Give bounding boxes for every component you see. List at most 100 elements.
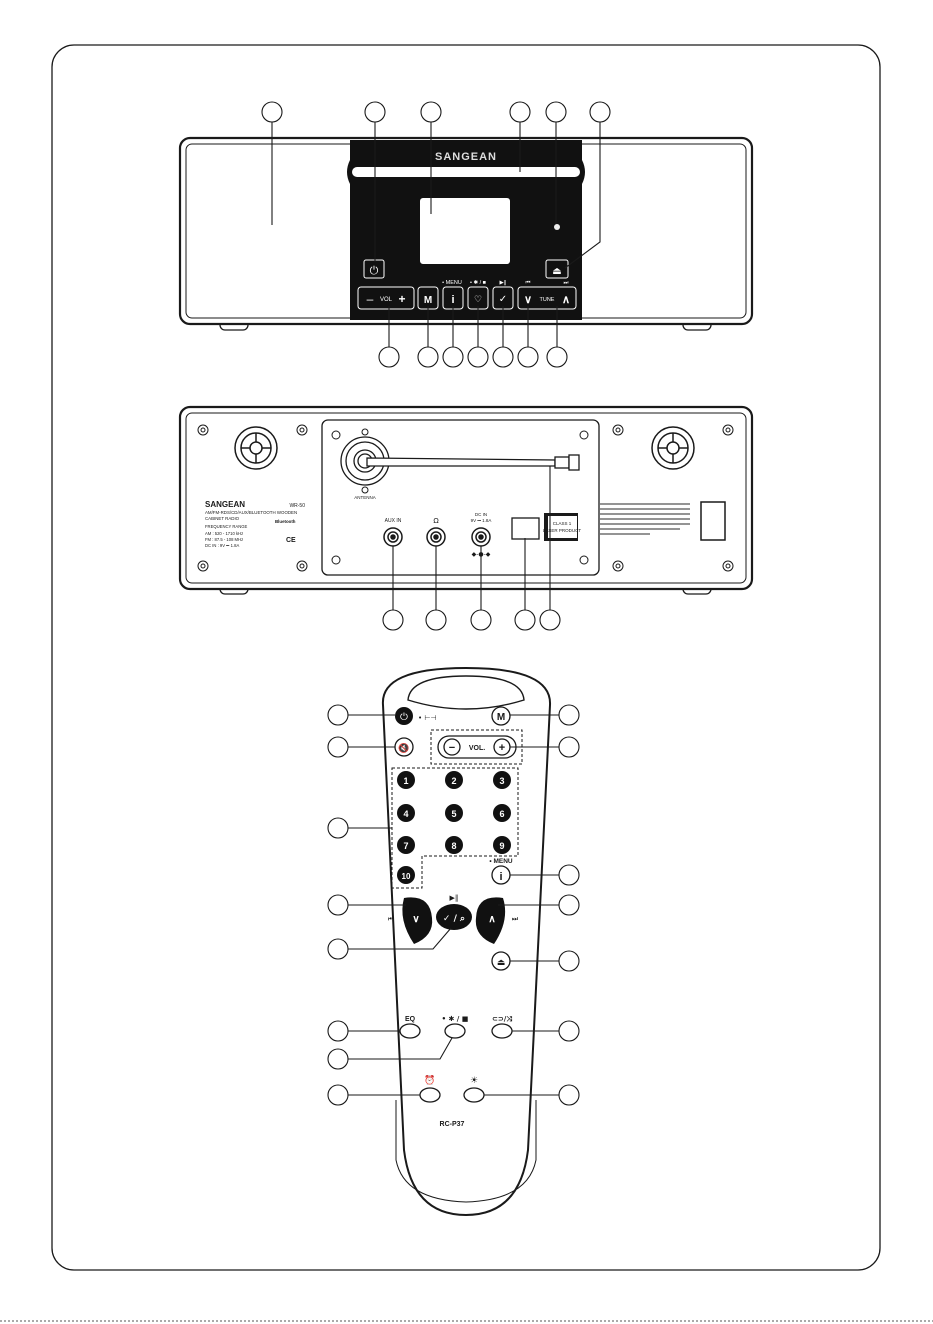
remote-playpause-label: ▶‖ xyxy=(450,894,459,902)
front-eject-button[interactable] xyxy=(545,259,569,279)
remote-menu-label: • MENU xyxy=(489,858,513,865)
back-view: SANGEAN WR-50 AM/FM-RDS/CD/AUX/BLUETOOTH… xyxy=(178,405,754,631)
callout-remote-25 xyxy=(327,1048,349,1070)
remote-key-6[interactable]: 6 xyxy=(493,804,511,822)
remote-vol-label: VOL. xyxy=(469,745,485,752)
remote-tune-down-button[interactable] xyxy=(402,897,433,944)
callout-front-2 xyxy=(364,101,386,123)
back-freq-am: AM : 520 - 1710 kHz xyxy=(205,531,243,536)
svg-text:4: 4 xyxy=(403,809,408,819)
callout-remote-33 xyxy=(558,1084,580,1106)
ce-mark-icon: CE xyxy=(286,537,296,544)
front-tune-label: TUNE xyxy=(540,297,555,303)
remote-dimmer-button[interactable] xyxy=(463,1087,485,1103)
remote-mode-label: M xyxy=(497,712,505,723)
callout-front-1 xyxy=(261,101,283,123)
back-laser-line2: LASER PRODUCT xyxy=(543,528,582,533)
power-icon: ⏻ xyxy=(400,712,408,723)
callout-remote-31 xyxy=(558,950,580,972)
eject-icon: ⏏ xyxy=(497,958,506,968)
back-brand-logo: SANGEAN xyxy=(205,500,245,509)
remote-keypad-group xyxy=(391,767,519,889)
front-vol-minus[interactable]: – xyxy=(367,292,374,306)
front-playpause-label: ▶‖ xyxy=(500,280,507,286)
remote-key-1[interactable]: 1 xyxy=(397,771,415,789)
back-aux-label: AUX IN xyxy=(385,518,402,524)
callout-remote-21 xyxy=(327,817,349,839)
callout-front-6 xyxy=(589,101,611,123)
remote-key-5[interactable]: 5 xyxy=(445,804,463,822)
callout-remote-32 xyxy=(558,1020,580,1042)
back-callouts xyxy=(382,466,561,631)
callout-front-10 xyxy=(467,346,489,368)
remote-mode-button[interactable] xyxy=(491,706,511,726)
power-icon: ⏻ xyxy=(370,264,379,277)
remote-standby-button[interactable] xyxy=(395,707,413,725)
remote-key-3[interactable]: 3 xyxy=(493,771,511,789)
back-aux-jack[interactable] xyxy=(383,527,403,547)
back-dcin-rating: 9V ⎓ 1.8A xyxy=(471,518,492,523)
svg-text:5: 5 xyxy=(451,809,456,819)
svg-text:9: 9 xyxy=(499,841,504,851)
remote-enter-button[interactable] xyxy=(436,904,472,930)
svg-text:8: 8 xyxy=(451,841,456,851)
back-label-slot xyxy=(511,517,540,540)
back-fcc-statement xyxy=(600,503,690,535)
back-dcin-jack[interactable] xyxy=(471,527,491,547)
back-model: WR-50 xyxy=(289,503,305,509)
svg-text:10: 10 xyxy=(402,872,411,881)
front-menu-label: • MENU xyxy=(442,280,462,286)
callout-remote-30 xyxy=(558,894,580,916)
remote-bt-button[interactable] xyxy=(444,1023,466,1039)
remote-key-9[interactable]: 9 xyxy=(493,836,511,854)
remote-repeat-button[interactable] xyxy=(491,1023,513,1039)
remote-eq-button[interactable] xyxy=(399,1023,421,1039)
front-power-button[interactable] xyxy=(363,259,385,279)
remote-key-10[interactable]: 10 xyxy=(397,866,415,884)
front-info-label: i xyxy=(451,294,454,306)
remote-key-7[interactable]: 7 xyxy=(397,836,415,854)
back-freq-title: FREQUENCY RANGE xyxy=(205,524,247,529)
remote-inner-outline xyxy=(395,1100,537,1203)
callout-remote-22 xyxy=(327,894,349,916)
svg-text:3: 3 xyxy=(499,776,504,786)
remote-callouts xyxy=(327,704,580,1106)
front-vol-plus[interactable]: + xyxy=(398,292,405,306)
callout-remote-20 xyxy=(327,736,349,758)
remote-key-4[interactable]: 4 xyxy=(397,804,415,822)
eject-icon: ⏏ xyxy=(552,266,561,277)
callout-front-5 xyxy=(545,101,567,123)
front-tune-up[interactable]: ∧ xyxy=(562,294,570,306)
back-rating-label: SANGEAN WR-50 AM/FM-RDS/CD/AUX/BLUETOOTH… xyxy=(205,500,305,548)
remote-vol-minus[interactable] xyxy=(443,738,461,756)
back-laser-line1: CLASS 1 xyxy=(553,521,572,526)
front-bt-label: • ✱ / ■ xyxy=(470,279,486,286)
remote-enter-label: ✓ / ⌕ xyxy=(443,914,465,924)
front-prev-label: ⏮ xyxy=(526,280,531,286)
callout-front-4 xyxy=(509,101,531,123)
mute-icon: 🔇 xyxy=(398,742,409,754)
front-vol-group xyxy=(357,286,415,310)
back-dcin-label: DC IN xyxy=(475,512,487,517)
back-antenna xyxy=(340,436,580,486)
front-tune-down[interactable]: ∨ xyxy=(524,294,532,306)
back-desc-line2: CABINET RADIO xyxy=(205,516,240,521)
callout-remote-29 xyxy=(558,864,580,886)
remote-key-2[interactable]: 2 xyxy=(445,771,463,789)
back-bass-port-right xyxy=(651,426,695,470)
callout-front-8 xyxy=(417,346,439,368)
remote-model: RC-P37 xyxy=(440,1121,465,1128)
front-view: SANGEAN ⏻ ⏏ – VOL + M • MENU i • ✱ / ■ ♡… xyxy=(178,101,754,368)
back-dc-rating: DC IN : 9V ⎓ 1.8A xyxy=(205,543,240,548)
svg-text:−: − xyxy=(449,742,455,754)
callout-front-13 xyxy=(546,346,568,368)
remote-alarm-button[interactable] xyxy=(419,1087,441,1103)
back-headphone-jack[interactable] xyxy=(426,527,446,547)
remote-tune-up-button[interactable] xyxy=(475,897,506,944)
callout-back-15 xyxy=(425,609,447,631)
callout-back-14 xyxy=(382,609,404,631)
remote-key-8[interactable]: 8 xyxy=(445,836,463,854)
svg-text:1: 1 xyxy=(403,776,408,786)
svg-text:2: 2 xyxy=(451,776,456,786)
